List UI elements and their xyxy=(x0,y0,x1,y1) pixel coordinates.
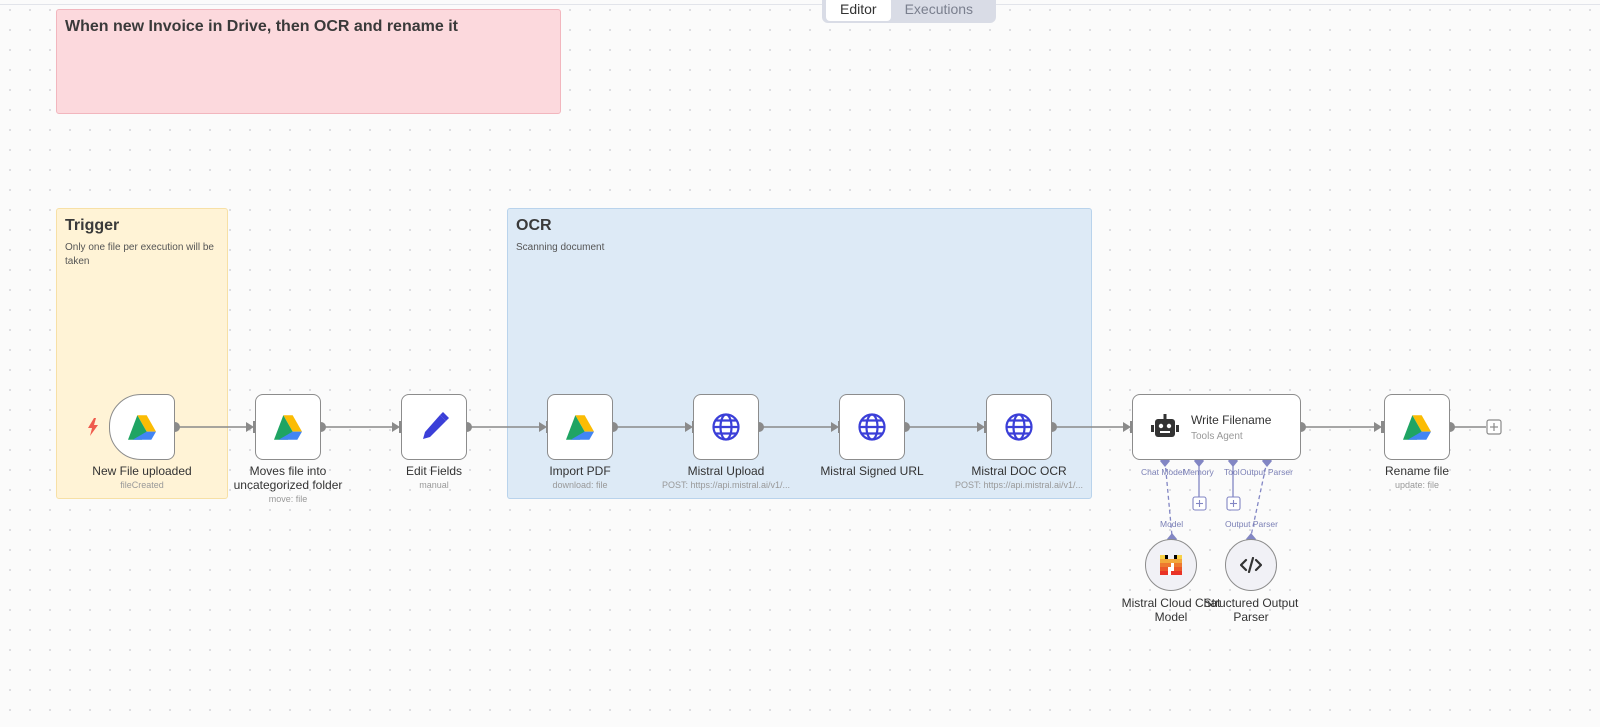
node-label: Structured Output Parser xyxy=(1203,596,1299,624)
arrow-head-icon xyxy=(392,422,400,432)
input-handle[interactable] xyxy=(1130,421,1133,433)
node-label: Import PDF xyxy=(549,464,611,478)
node-mistral-signed-url[interactable] xyxy=(839,394,905,460)
sticky-note-title: Trigger xyxy=(65,217,120,234)
canvas-top-border xyxy=(0,4,1600,5)
sticky-note-subtitle: Only one file per execution will be take… xyxy=(65,242,214,267)
sticky-note-title: OCR xyxy=(516,217,552,234)
node-sublabel: move: file xyxy=(268,494,308,504)
google-drive-icon xyxy=(274,414,302,440)
node-sublabel: POST: https://api.mistral.ai/v1/... xyxy=(954,480,1084,490)
google-drive-icon xyxy=(128,414,156,440)
arrow-head-icon xyxy=(685,422,693,432)
handle-label-tool: Tool xyxy=(1224,467,1240,477)
globe-icon xyxy=(1005,413,1033,441)
node-rename-file[interactable] xyxy=(1384,394,1450,460)
node-label: Rename file xyxy=(1384,464,1450,478)
input-handle[interactable] xyxy=(253,421,256,433)
google-drive-icon xyxy=(1403,414,1431,440)
arrow-head-icon xyxy=(977,422,985,432)
globe-icon xyxy=(858,413,886,441)
node-label: New File uploaded xyxy=(92,464,192,478)
node-structured-output-parser[interactable] xyxy=(1225,539,1277,591)
node-new-file-uploaded[interactable] xyxy=(109,394,175,460)
sticky-note-subtitle: Scanning document xyxy=(516,242,605,253)
robot-icon xyxy=(1151,414,1179,437)
arrow-head-icon xyxy=(831,422,839,432)
pencil-icon xyxy=(423,412,449,439)
arrow-head-icon xyxy=(1374,422,1382,432)
node-label: Mistral DOC OCR xyxy=(971,464,1067,478)
node-label: Moves file into uncategorized folder xyxy=(233,464,343,492)
trigger-bolt-icon xyxy=(88,418,98,436)
handle-label-output-parser: Output Parser xyxy=(1240,467,1293,477)
input-handle[interactable] xyxy=(399,421,402,433)
node-sublabel: update: file xyxy=(1394,480,1440,490)
arrow-head-icon xyxy=(539,422,547,432)
sticky-note-title: When new Invoice in Drive, then OCR and … xyxy=(65,18,458,35)
handle-label-memory: Memory xyxy=(1183,467,1214,477)
node-mistral-doc-ocr[interactable] xyxy=(986,394,1052,460)
ai-connection-line xyxy=(1250,460,1268,537)
view-tabs: Editor Executions xyxy=(822,0,996,23)
add-tool-button[interactable] xyxy=(1226,496,1241,511)
node-moves-file[interactable] xyxy=(255,394,321,460)
add-memory-button[interactable] xyxy=(1192,496,1207,511)
node-label: Mistral Cloud Chat Model xyxy=(1121,596,1221,624)
ai-connection-line xyxy=(1164,460,1173,537)
node-label: Mistral Upload xyxy=(687,464,765,478)
input-handle[interactable] xyxy=(984,421,987,433)
input-handle[interactable] xyxy=(1381,421,1384,433)
arrow-head-icon xyxy=(1123,422,1131,432)
node-label: Write Filename xyxy=(1191,412,1272,427)
handle-label-chat-model: Chat Model xyxy=(1141,467,1185,477)
node-label: Edit Fields xyxy=(405,464,463,478)
add-node-button[interactable] xyxy=(1486,419,1502,435)
arrow-head-icon xyxy=(246,422,254,432)
globe-icon xyxy=(712,413,740,441)
tab-executions[interactable]: Executions xyxy=(904,0,974,17)
node-sublabel: Tools Agent xyxy=(1191,430,1243,442)
handle-label-parser-out: Output Parser xyxy=(1225,519,1278,529)
node-import-pdf[interactable] xyxy=(547,394,613,460)
google-drive-icon xyxy=(566,414,594,440)
mistral-logo-icon xyxy=(1160,555,1182,575)
node-edit-fields[interactable] xyxy=(401,394,467,460)
node-sublabel: fileCreated xyxy=(120,480,164,490)
node-write-filename[interactable]: Write Filename Tools Agent xyxy=(1132,394,1301,460)
code-icon xyxy=(1240,557,1262,573)
node-sublabel: download: file xyxy=(552,480,608,490)
tab-editor[interactable]: Editor xyxy=(826,0,891,21)
node-mistral-upload[interactable] xyxy=(693,394,759,460)
handle-label-model: Model xyxy=(1160,519,1184,529)
node-sublabel: POST: https://api.mistral.ai/v1/... xyxy=(661,480,791,490)
node-mistral-cloud-chat-model[interactable] xyxy=(1145,539,1197,591)
node-sublabel: manual xyxy=(419,480,449,490)
sticky-note-main[interactable]: When new Invoice in Drive, then OCR and … xyxy=(56,9,561,114)
node-label: Mistral Signed URL xyxy=(820,464,924,478)
